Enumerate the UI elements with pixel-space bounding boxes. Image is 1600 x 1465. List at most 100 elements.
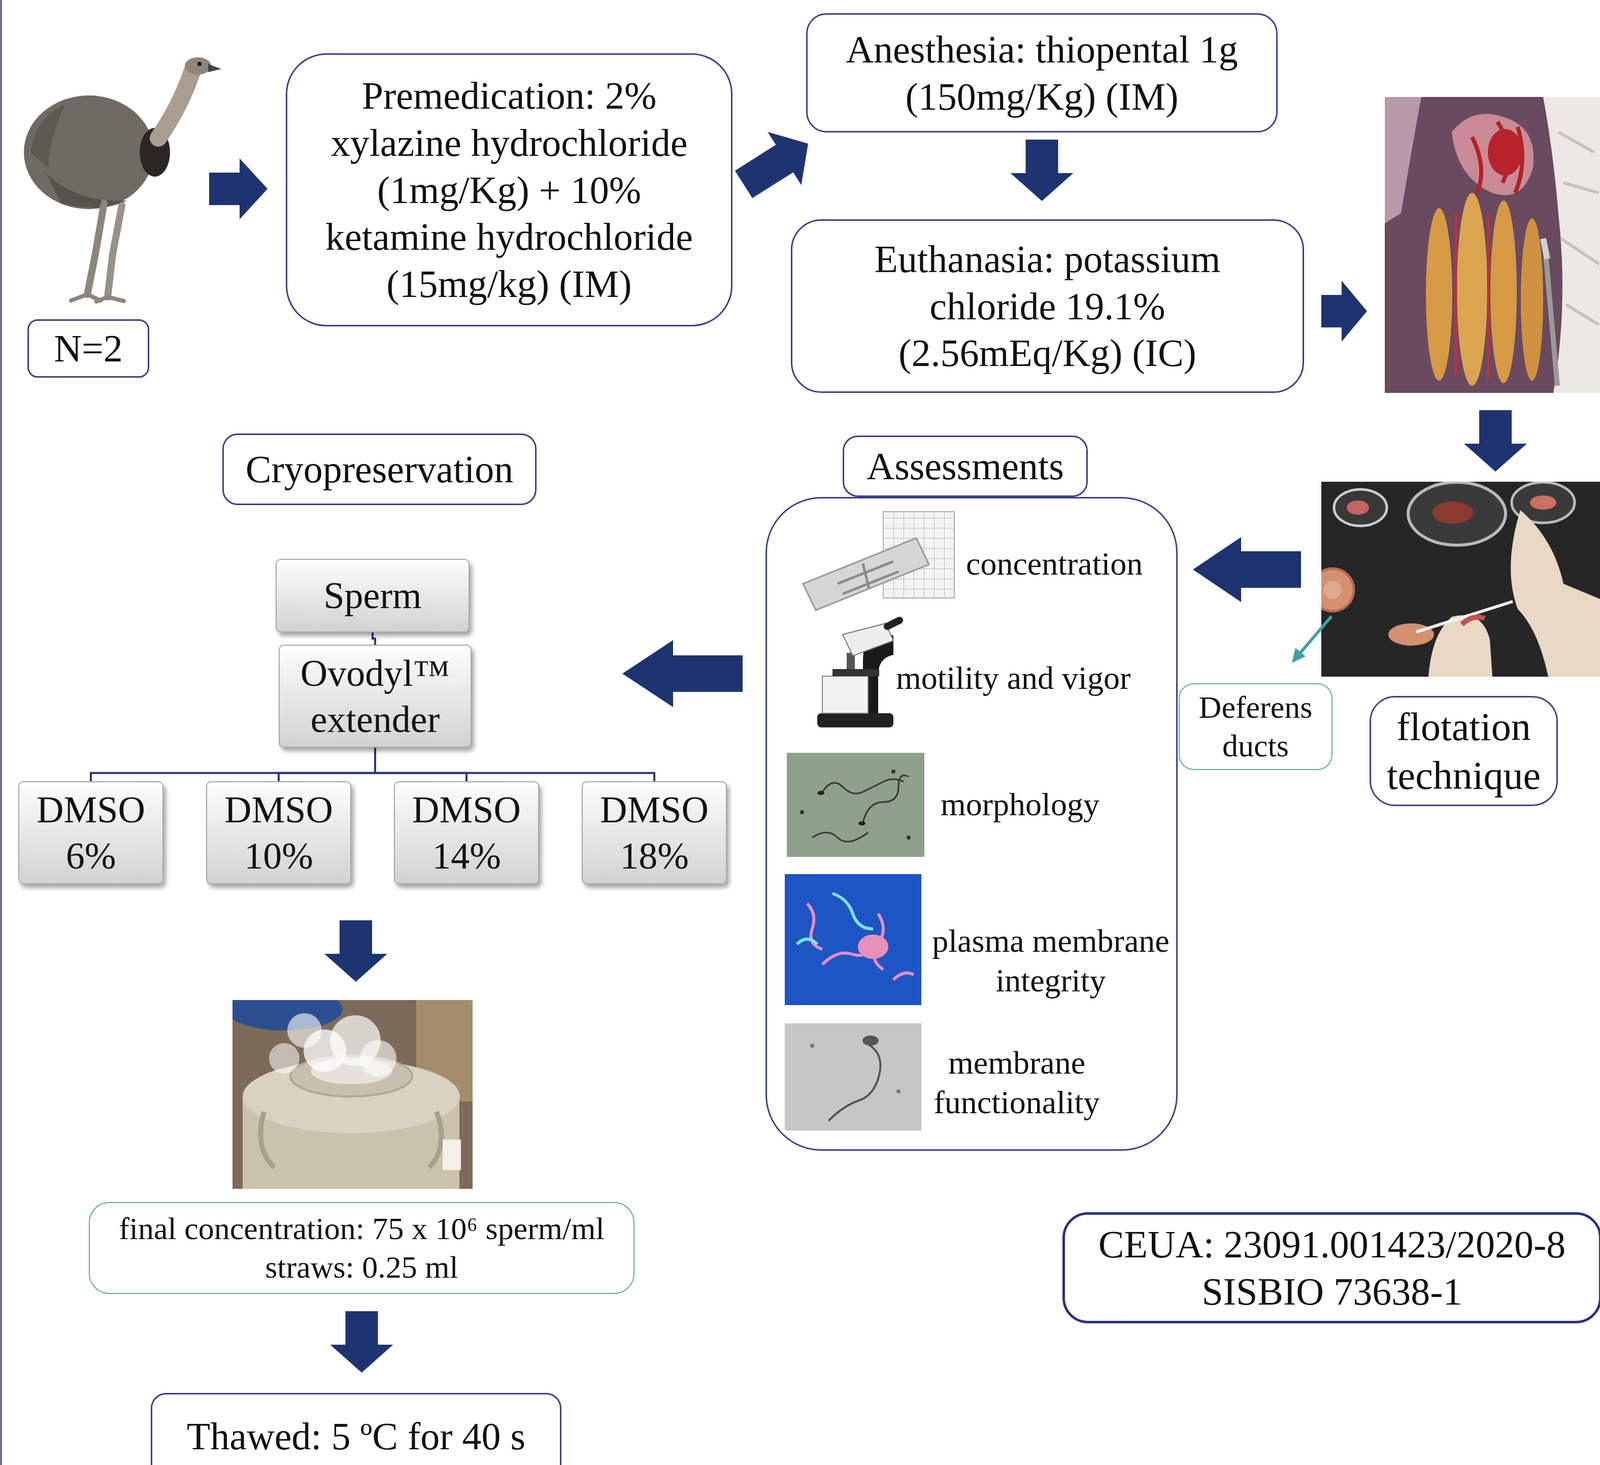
dissection-photo (1455, 213, 1489, 381)
node-text: Sperm (323, 572, 422, 619)
nitrogen-tank-photo (232, 1000, 343, 1031)
technique-box: flotation technique (1369, 695, 1558, 807)
counting-chamber-icon (803, 538, 929, 611)
nitrogen-tank-photo (232, 1000, 473, 1189)
node-text: SISBIO 73638-1 (1201, 1268, 1462, 1316)
node-text: motility and vigor (895, 658, 1160, 698)
fluorescence-image (784, 874, 922, 1006)
functionality-image (896, 1089, 901, 1094)
treatment-box: DMSO 14% (393, 781, 540, 885)
label-box: Deferens ducts (1178, 683, 1333, 771)
node-text: DMSO 10% (215, 786, 343, 879)
morphology-image (906, 835, 911, 840)
dissection-photo (1490, 200, 1517, 384)
morphology-image (812, 832, 869, 842)
morphology-image (786, 752, 925, 857)
dissection-photo (1545, 253, 1558, 386)
functionality-image (862, 1035, 879, 1046)
flow-arrow (622, 640, 743, 708)
flow-arrow (330, 1311, 394, 1373)
node-text: N=2 (53, 324, 123, 373)
process-box: Premedication: 2% xylazine hydrochloride… (285, 53, 733, 327)
rhea-illustration (23, 57, 222, 302)
leader-arrow (1291, 616, 1332, 663)
flotation-photo (1346, 500, 1370, 515)
morphology-image (817, 790, 825, 795)
flotation-photo (1388, 623, 1435, 646)
section-title-box: Assessments (842, 435, 1088, 497)
extender-box: Ovodyl™ extender (278, 644, 472, 748)
treatment-box: DMSO 6% (18, 781, 164, 885)
dissection-photo (1558, 131, 1599, 325)
rhea-illustration (30, 104, 66, 168)
node-text: Assessments (866, 442, 1064, 490)
node-text: Cryopreservation (245, 445, 514, 493)
node-text: straws: 0.25 ml (264, 1248, 459, 1287)
node-text: final concentration: 75 x 10⁶ sperm/ml (118, 1209, 605, 1249)
dissection-photo (1384, 96, 1422, 224)
section-title-box: Cryopreservation (222, 433, 537, 506)
note-box: final concentration: 75 x 10⁶ sperm/mlst… (88, 1202, 635, 1294)
functionality-image (810, 1043, 815, 1048)
process-box: Thawed: 5 ºC for 40 s (150, 1392, 562, 1465)
counting-chamber-icon (837, 561, 899, 594)
rhea-illustration (208, 63, 222, 73)
microscope-icon (887, 620, 900, 627)
dissection-photo (1543, 96, 1600, 393)
flow-arrow (1463, 410, 1527, 472)
process-box: Anesthesia: thiopental 1g (150mg/Kg) (IM… (806, 13, 1278, 133)
dissection-photo (1425, 208, 1453, 381)
approval-box: CEUA: 23091.001423/2020-8SISBIO 73638-1 (1062, 1212, 1600, 1324)
microscope-icon (817, 713, 894, 728)
page-border (0, 0, 3, 1465)
node-text: membrane functionality (930, 1043, 1104, 1123)
rhea-illustration (87, 203, 105, 295)
flow-arrow (1321, 280, 1368, 342)
nitrogen-tank-photo (359, 1040, 397, 1077)
counting-chamber-icon (803, 511, 955, 611)
tree-connector (375, 747, 467, 782)
node-text: flotation technique (1379, 702, 1549, 799)
morphology-image (858, 821, 866, 826)
fluorescence-image (893, 973, 914, 980)
count-box: N=2 (27, 319, 150, 378)
flow-arrow (324, 920, 388, 982)
rhea-illustration (45, 172, 127, 208)
node-text: Deferens ducts (1188, 688, 1323, 765)
tree-connector (372, 632, 376, 645)
morphology-image (891, 769, 896, 774)
flotation-photo (1321, 481, 1600, 677)
tree-connector (90, 747, 376, 782)
nitrogen-tank-photo (442, 1139, 461, 1171)
fluorescence-image (784, 874, 922, 1006)
dissection-photo (1456, 192, 1488, 386)
morphology-image (800, 810, 805, 815)
dissection-photo (1487, 128, 1523, 176)
flotation-photo (1323, 580, 1342, 599)
leader-arrow (1299, 616, 1332, 654)
fluorescence-image (857, 934, 889, 959)
microscope-icon (817, 620, 900, 728)
rhea-illustration (107, 205, 122, 297)
tree-connector (278, 747, 376, 782)
rhea-illustration (23, 95, 154, 210)
treatment-box: DMSO 18% (581, 781, 727, 885)
microscope-icon (832, 669, 880, 677)
process-box: Euthanasia: potassium chloride 19.1% (2.… (790, 219, 1305, 393)
assessment-panel: concentrationmotility and vigormorpholog… (765, 496, 1178, 1151)
flow-arrow (209, 158, 268, 220)
node-text: DMSO 18% (590, 786, 718, 879)
nitrogen-tank-photo (260, 1111, 442, 1168)
node-text: DMSO 6% (27, 786, 155, 879)
node-text: Ovodyl™ extender (284, 650, 466, 743)
leader-arrow (1291, 647, 1306, 663)
flotation-photo (1529, 495, 1557, 510)
rhea-illustration (158, 72, 192, 139)
fluorescence-image (796, 939, 818, 945)
node-text: concentration (965, 544, 1170, 584)
node-text: plasma membrane integrity (926, 921, 1176, 1001)
flotation-photo (1321, 481, 1600, 677)
functionality-image (784, 1023, 922, 1131)
dissection-photo (1543, 238, 1548, 259)
node-text: Anesthesia: thiopental 1g (150mg/Kg) (IM… (822, 25, 1261, 120)
